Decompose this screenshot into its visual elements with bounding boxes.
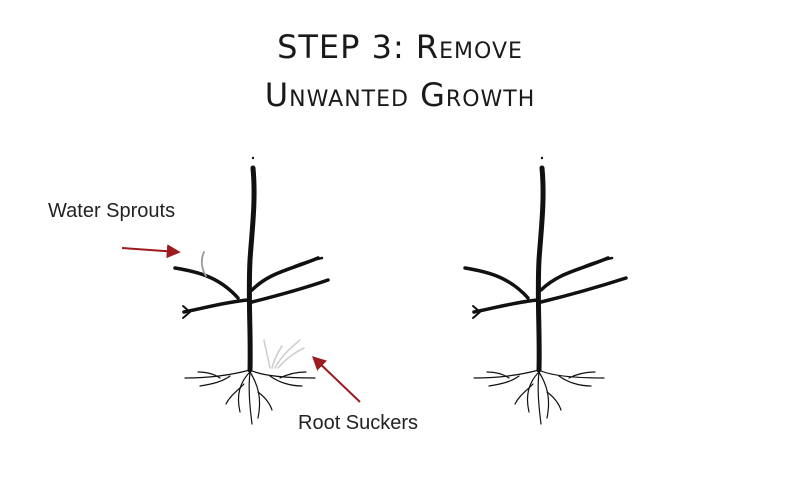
right-tree-branch-lower-right: [539, 276, 628, 304]
left-tree-bud: [251, 156, 255, 160]
right-tree-trunk: [535, 165, 546, 373]
left-tree-roots: [184, 369, 316, 425]
left-tree-trunk: [246, 165, 257, 373]
water-sprouts-label: Water Sprouts: [48, 200, 176, 222]
right-tree-roots: [473, 369, 605, 425]
right-tree-branch-lower-left: [472, 298, 540, 314]
root-sucker-shoots: [263, 339, 305, 369]
right-tree: [463, 156, 628, 425]
left-tree-branch-lower-left: [182, 298, 250, 314]
water-sprouts-arrow: [121, 244, 181, 259]
right-tree-branch-lower-left-tip: [472, 305, 481, 319]
left-tree-branch-upper-right-tip: [293, 256, 324, 268]
right-tree-bud: [540, 156, 544, 160]
left-tree-branch-lower-right: [250, 278, 330, 304]
root-suckers-arrow: [311, 356, 361, 403]
diagram-title-line-1: STEP 3: Remove: [277, 28, 523, 66]
root-suckers-label: Root Suckers: [298, 412, 419, 434]
left-tree: [173, 156, 330, 425]
right-tree-branch-upper-right-tip: [583, 256, 614, 268]
left-tree-branch-lower-left-tip: [182, 305, 191, 319]
water-sprout-shoot: [200, 251, 207, 277]
diagram-title-line-2: Unwanted Growth: [264, 76, 536, 114]
left-tree-branch-upper-left: [173, 266, 240, 300]
right-tree-branch-upper-left: [463, 266, 530, 300]
